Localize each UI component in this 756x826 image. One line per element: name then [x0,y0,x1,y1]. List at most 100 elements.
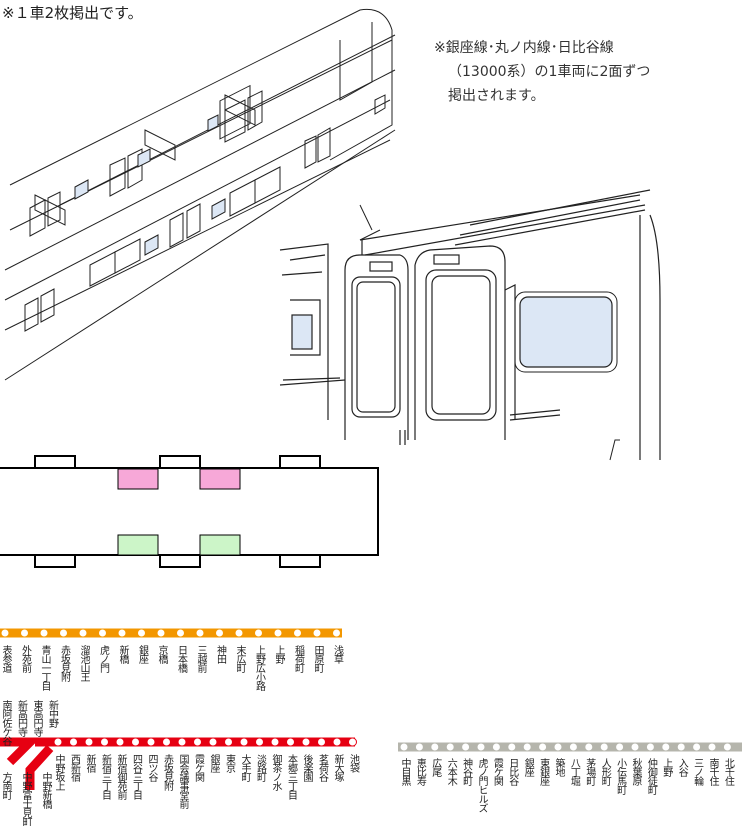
hibiya-station-dot [615,742,625,752]
note-line-1: ※銀座線･丸ノ内線･日比谷線 [434,40,614,56]
ginza-station-label: 京橋 [156,645,167,663]
hibiya-station-label: 神谷町 [460,758,472,785]
hibiya-station-dot [661,742,671,752]
hibiya-station-dot [414,742,424,752]
hibiya-station-label: 南千住 [707,758,718,785]
hibiya-station-label: 中目黒 [399,758,410,785]
ginza-station-dot [156,628,166,638]
marunouchi-station-label: 茗荷谷 [316,754,328,781]
ginza-station-dot [195,628,205,638]
ginza-station-dot [59,628,68,638]
marunouchi-station-label: 新中野 [46,700,58,727]
hibiya-station-label: 築地 [553,758,564,776]
marunouchi-station-label: 後楽園 [301,754,312,781]
ginza-station-label: 浅草 [331,645,343,663]
ginza-station-label: 青山一丁目 [39,645,50,690]
ginza-station-dot [137,628,146,638]
marunouchi-station-label: 東高円寺 [31,700,42,736]
marunouchi-station-label: 淡路町 [254,754,266,781]
marunouchi-station-label: 大手町 [239,754,250,781]
marunouchi-station-label: 東京 [223,754,235,772]
marunouchi-station-label: 国会議事堂前 [177,754,188,808]
marunouchi-station-dot [146,737,156,747]
marunouchi-station-label: 南阿佐ケ谷 [0,700,11,745]
green-panel-1 [117,534,159,556]
marunouchi-station-label: 池袋 [347,754,359,772]
marunouchi-station-label: 銀座 [208,754,219,772]
marunouchi-station-dot [53,737,63,747]
marunouchi-station-label: 赤坂見附 [161,754,173,790]
marunouchi-station-label: 中野坂上 [53,754,64,790]
hibiya-station-dot [553,742,563,752]
marunouchi-station-dot [348,737,357,747]
pink-panel-1 [117,468,159,490]
marunouchi-west-bar [0,737,41,766]
ginza-station-label: 末広町 [234,645,245,672]
note-line-2: （13000系）の1車両に2面ずつ [448,64,651,80]
hibiya-station-dots [399,742,732,752]
ginza-station-label: 上野 [273,645,284,663]
green-panel-2 [199,534,241,556]
hibiya-station-label: 日比谷 [506,758,518,785]
marunouchi-station-label: 新宿三丁目 [99,754,111,799]
ginza-station-dot [215,628,224,638]
hibiya-station-dot [568,742,578,752]
hibiya-station-dot [430,742,440,752]
marunouchi-station-dot [301,737,311,747]
hibiya-station-label: 人形町 [599,758,611,785]
marunouchi-station-label: 新宿御苑前 [115,754,126,799]
marunouchi-station-dot [193,737,202,747]
hibiya-station-dot [399,742,409,752]
pink-panel-2 [199,468,241,490]
hibiya-station-dot [707,742,717,752]
hibiya-station-dot [507,742,517,752]
hibiya-station-label: 上野 [660,758,672,776]
marunouchi-station-dot [84,737,94,747]
hibiya-station-dot [722,742,732,752]
ginza-station-dot [332,628,341,638]
marunouchi-station-label: 四谷三丁目 [130,754,142,799]
hibiya-station-label: 秋葉原 [630,758,641,785]
marunouchi-station-label: 御茶ノ水 [270,754,281,790]
marunouchi-station-dot [69,737,78,747]
hibiya-station-dot [584,742,594,752]
marunouchi-station-dot [224,737,233,747]
marunouchi-station-dot [162,737,171,747]
hibiya-station-label: 八丁堀 [568,758,580,785]
marunouchi-branch-bar [25,744,54,790]
marunouchi-station-dot [100,737,109,747]
marunouchi-station-dot [255,737,264,747]
ginza-station-dot [293,628,302,638]
marunouchi-station-label: 西新宿 [68,754,80,781]
marunouchi-station-label: 新宿 [84,754,95,772]
marunouchi-station-label: 方南町 [0,772,11,799]
ginza-station-dot [39,628,49,638]
ginza-station-label: 三越前 [195,645,206,672]
ginza-station-label: 表参道 [0,645,11,672]
top-note: ※１車2枚掲出です。 [2,4,143,22]
hibiya-station-dot [491,742,501,752]
hibiya-station-dot [676,742,686,752]
ginza-station-dot [234,628,244,638]
marunouchi-station-dot [115,737,125,747]
ginza-station-label: 神田 [214,645,226,663]
hibiya-station-dot [630,742,640,752]
marunouchi-station-dot [239,737,249,747]
ginza-station-label: 田原町 [312,645,323,672]
hibiya-station-label: 霞ケ関 [491,758,503,785]
ginza-station-dot [0,628,10,638]
marunouchi-station-label: 本郷三丁目 [285,754,297,799]
ginza-station-label: 上野広小路 [253,645,265,690]
marunouchi-station-label: 霞ケ関 [192,754,204,781]
ginza-station-dot [176,628,185,638]
hibiya-station-label: 広尾 [429,758,441,776]
marunouchi-station-label: 中野新橋 [40,772,51,808]
marunouchi-station-label: 新大塚 [332,754,343,781]
marunouchi-station-dots [53,737,357,747]
ginza-station-label: 虎ノ門 [97,645,109,672]
ginza-station-dot [20,628,29,638]
marunouchi-station-dot [286,737,295,747]
marunouchi-station-dot [317,737,326,747]
marunouchi-station-dot [270,737,280,747]
